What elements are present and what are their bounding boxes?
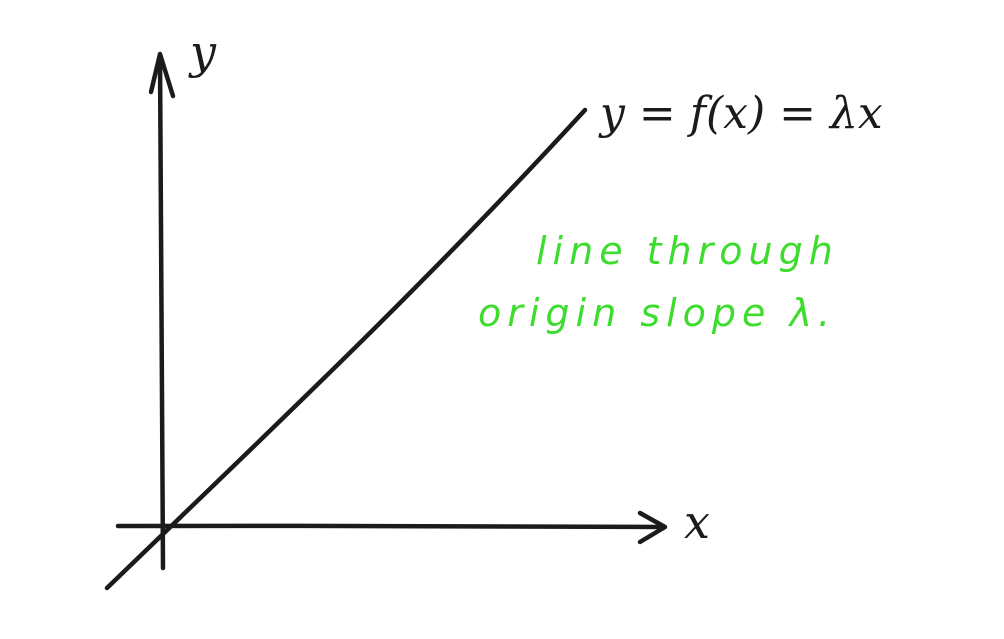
annotation-line-1: line through xyxy=(536,229,839,273)
y-axis-label: y xyxy=(188,25,217,79)
x-axis-arrowhead xyxy=(637,510,668,545)
equation-label: y = f(x) = λx xyxy=(598,88,883,139)
y-axis-line xyxy=(157,53,166,571)
x-axis-line xyxy=(115,523,667,530)
y-axis-arrowhead xyxy=(148,51,176,99)
x-axis-label: x xyxy=(684,495,710,549)
function-line xyxy=(104,107,588,591)
annotation-line-2: origin slope λ. xyxy=(478,291,836,335)
